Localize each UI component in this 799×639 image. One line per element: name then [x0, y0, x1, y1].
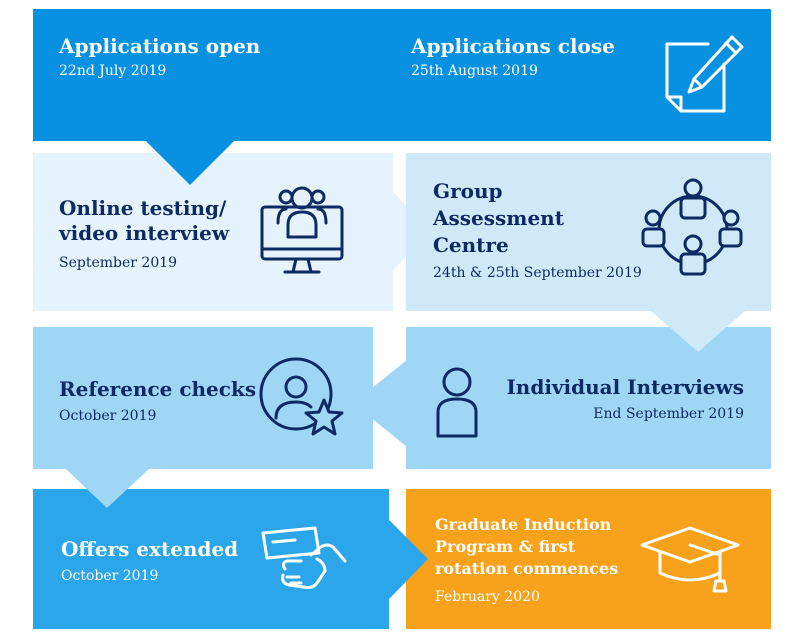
- graduation-cap-icon: [640, 525, 740, 595]
- stage-date-individual-interviews: End September 2019: [593, 406, 744, 422]
- group-network-icon: [641, 178, 743, 278]
- stage-title-reference-checks: Reference checks: [59, 377, 257, 401]
- stage-date-reference-checks: October 2019: [59, 408, 157, 424]
- stage-date-online-testing: September 2019: [59, 255, 178, 271]
- stage-title-group-line1: Group: [433, 179, 503, 203]
- handshake-card-icon: [255, 525, 347, 593]
- stage-title-graduate-line3: rotation commences: [435, 559, 619, 578]
- stage-title-group-line3: Centre: [433, 233, 509, 257]
- stage-date-graduate: February 2020: [435, 589, 540, 605]
- stage-title-online-testing-line1: Online testing/: [59, 196, 227, 220]
- stage-title-individual-interviews: Individual Interviews: [506, 375, 744, 399]
- stage-offers-extended-box: [33, 489, 389, 629]
- stage-title-online-testing-line2: video interview: [59, 221, 230, 245]
- stage-title-offers-extended: Offers extended: [61, 537, 239, 561]
- stage-date-group: 24th & 25th September 2019: [433, 265, 642, 281]
- stage-online-testing-box: [33, 153, 393, 311]
- person-icon: [436, 367, 478, 439]
- stage-date-applications-open: 22nd July 2019: [59, 63, 167, 79]
- stage-reference-checks-box: [33, 327, 373, 469]
- stage-title-applications-close: Applications close: [411, 34, 615, 58]
- stage-applications-box: [33, 9, 771, 141]
- stage-title-group-line2: Assessment: [433, 206, 564, 230]
- user-star-icon: [258, 356, 346, 444]
- stage-group-assessment-box: [406, 153, 771, 311]
- stage-title-graduate-line1: Graduate Induction: [435, 515, 612, 534]
- stage-title-graduate-line2: Program & first: [435, 537, 576, 556]
- stage-graduate-induction-box: [406, 489, 771, 629]
- monitor-user-icon: [260, 183, 346, 277]
- stage-title-applications-open: Applications open: [59, 34, 261, 58]
- stage-date-applications-close: 25th August 2019: [411, 63, 538, 79]
- pencil-paper-icon: [662, 34, 748, 120]
- stage-individual-interviews-box: [406, 327, 771, 469]
- stage-date-offers-extended: October 2019: [61, 568, 159, 584]
